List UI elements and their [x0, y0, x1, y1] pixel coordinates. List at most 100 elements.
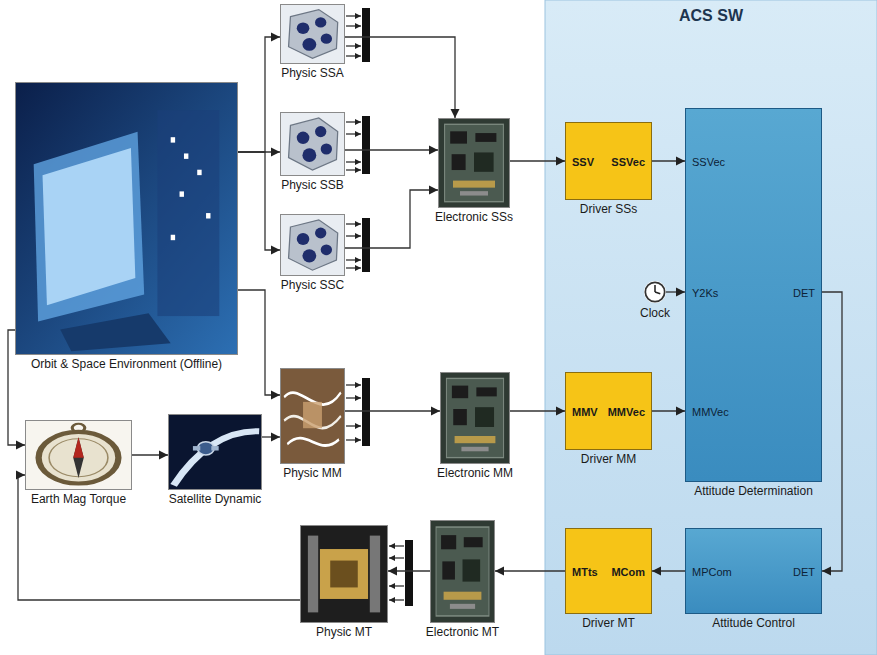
drawing-part: [453, 181, 495, 188]
signal-connector: [652, 410, 685, 411]
signal-connector: [238, 37, 280, 152]
signal-connector: [666, 291, 685, 292]
signal-connector: [388, 570, 430, 571]
drawing-part: [475, 407, 494, 427]
port-label: SSV: [572, 155, 594, 169]
illustration: [431, 521, 494, 622]
mux-bar: [362, 8, 413, 606]
signal-connector: [345, 149, 438, 150]
drawing-part: [405, 540, 413, 606]
sun-sensor-image: Physic SSB: [280, 112, 345, 176]
drawing-part: [389, 599, 404, 600]
component-caption: Satellite Dynamic: [169, 492, 262, 506]
drawing-part: [302, 38, 316, 51]
drawing-part: [370, 536, 380, 613]
drawing-part: [346, 169, 361, 170]
drawing-part: [308, 536, 318, 613]
drawing-part: [303, 402, 322, 428]
drawing-part: [297, 132, 310, 144]
drawing-part: [439, 119, 509, 207]
drawing-part: [346, 235, 361, 236]
algorithm-block: MPComDETAttitude Control: [685, 528, 822, 614]
drawing-part: [315, 17, 326, 27]
drawing-part: [654, 285, 656, 292]
drawing-part: [436, 527, 489, 616]
component-caption: Driver MT: [582, 616, 635, 630]
drawing-part: [180, 191, 184, 196]
drawing-part: [452, 154, 466, 170]
dynamics-image: Satellite Dynamic: [168, 414, 262, 490]
magnetometer-image: Physic MM: [280, 368, 345, 464]
drawing-part: [330, 561, 358, 588]
drawing-part: [346, 384, 361, 385]
drawing-part: [346, 121, 361, 122]
port-label: MMVec: [608, 405, 645, 419]
illustration: [169, 415, 261, 489]
drawing-part: [346, 267, 361, 268]
drawing-part: [476, 387, 496, 396]
drawing-part: [346, 161, 361, 162]
signal-connector: [652, 160, 685, 161]
drawing-part: [281, 113, 344, 175]
drawing-part: [655, 292, 660, 294]
drawing-part: [73, 437, 84, 457]
drawing-part: [321, 143, 332, 154]
illustration: [281, 113, 344, 175]
drawing-part: [197, 170, 201, 175]
drawing-part: [455, 436, 496, 443]
port-label: MCom: [611, 565, 645, 579]
port-label: SSVec: [611, 155, 645, 169]
drawing-part: [441, 535, 456, 549]
drawing-part: [474, 152, 494, 171]
drawing-part: [389, 545, 404, 546]
drawing-part: [297, 22, 310, 34]
drawing-part: [461, 447, 488, 452]
drawing-part: [43, 148, 136, 305]
drawing-part: [157, 110, 219, 316]
illustration: [439, 119, 509, 207]
drawing-part: [289, 10, 338, 59]
component-caption: Physic SSC: [281, 278, 344, 292]
drawing-part: [34, 132, 144, 322]
component-caption: Clock: [640, 306, 670, 320]
drawing-part: [184, 153, 188, 158]
drawing-part: [463, 559, 481, 581]
signal-connector: [18, 475, 300, 600]
drawing-part: [297, 233, 310, 245]
component-caption: Orbit & Space Environment (Offline): [31, 357, 222, 371]
drawing-part: [26, 421, 131, 489]
driver-block: MTtsMComDriver MT: [565, 528, 652, 614]
illustration: [441, 373, 509, 463]
sun-sensor-image: Physic SSA: [280, 4, 345, 64]
drawing-part: [206, 213, 210, 218]
drawing-part: [362, 218, 370, 272]
driver-block: MMVMMVecDriver MM: [565, 372, 652, 450]
signal-connector: [345, 190, 438, 248]
drawing-part: [346, 55, 361, 56]
electronics-board-image: Electronic SSs: [438, 118, 510, 208]
illustration: [644, 281, 666, 303]
port-label: MPCom: [692, 565, 732, 579]
port-label: DET: [793, 286, 815, 300]
signal-connector: [652, 570, 685, 571]
signal-connector: [345, 37, 455, 118]
signal-connector: [510, 410, 565, 411]
component-caption: Electronic SSs: [435, 210, 513, 224]
driver-block: SSVSSVecDriver SSs: [565, 122, 652, 200]
drawing-part: [431, 521, 494, 622]
drawing-part: [211, 446, 218, 450]
illustration: [281, 215, 344, 275]
torque-model-image: Earth Mag Torque: [25, 420, 132, 490]
drawing-part: [171, 137, 175, 142]
drawing-part: [315, 228, 326, 239]
drawing-part: [289, 220, 338, 270]
drawing-part: [169, 415, 261, 489]
drawing-part: [441, 373, 509, 463]
component-caption: Attitude Control: [712, 616, 795, 630]
port-label: DET: [793, 565, 815, 579]
drawing-part: [346, 45, 361, 46]
illustration: [26, 421, 131, 489]
drawing-part: [302, 249, 316, 262]
drawing-part: [475, 133, 496, 142]
drawing-part: [389, 557, 404, 558]
